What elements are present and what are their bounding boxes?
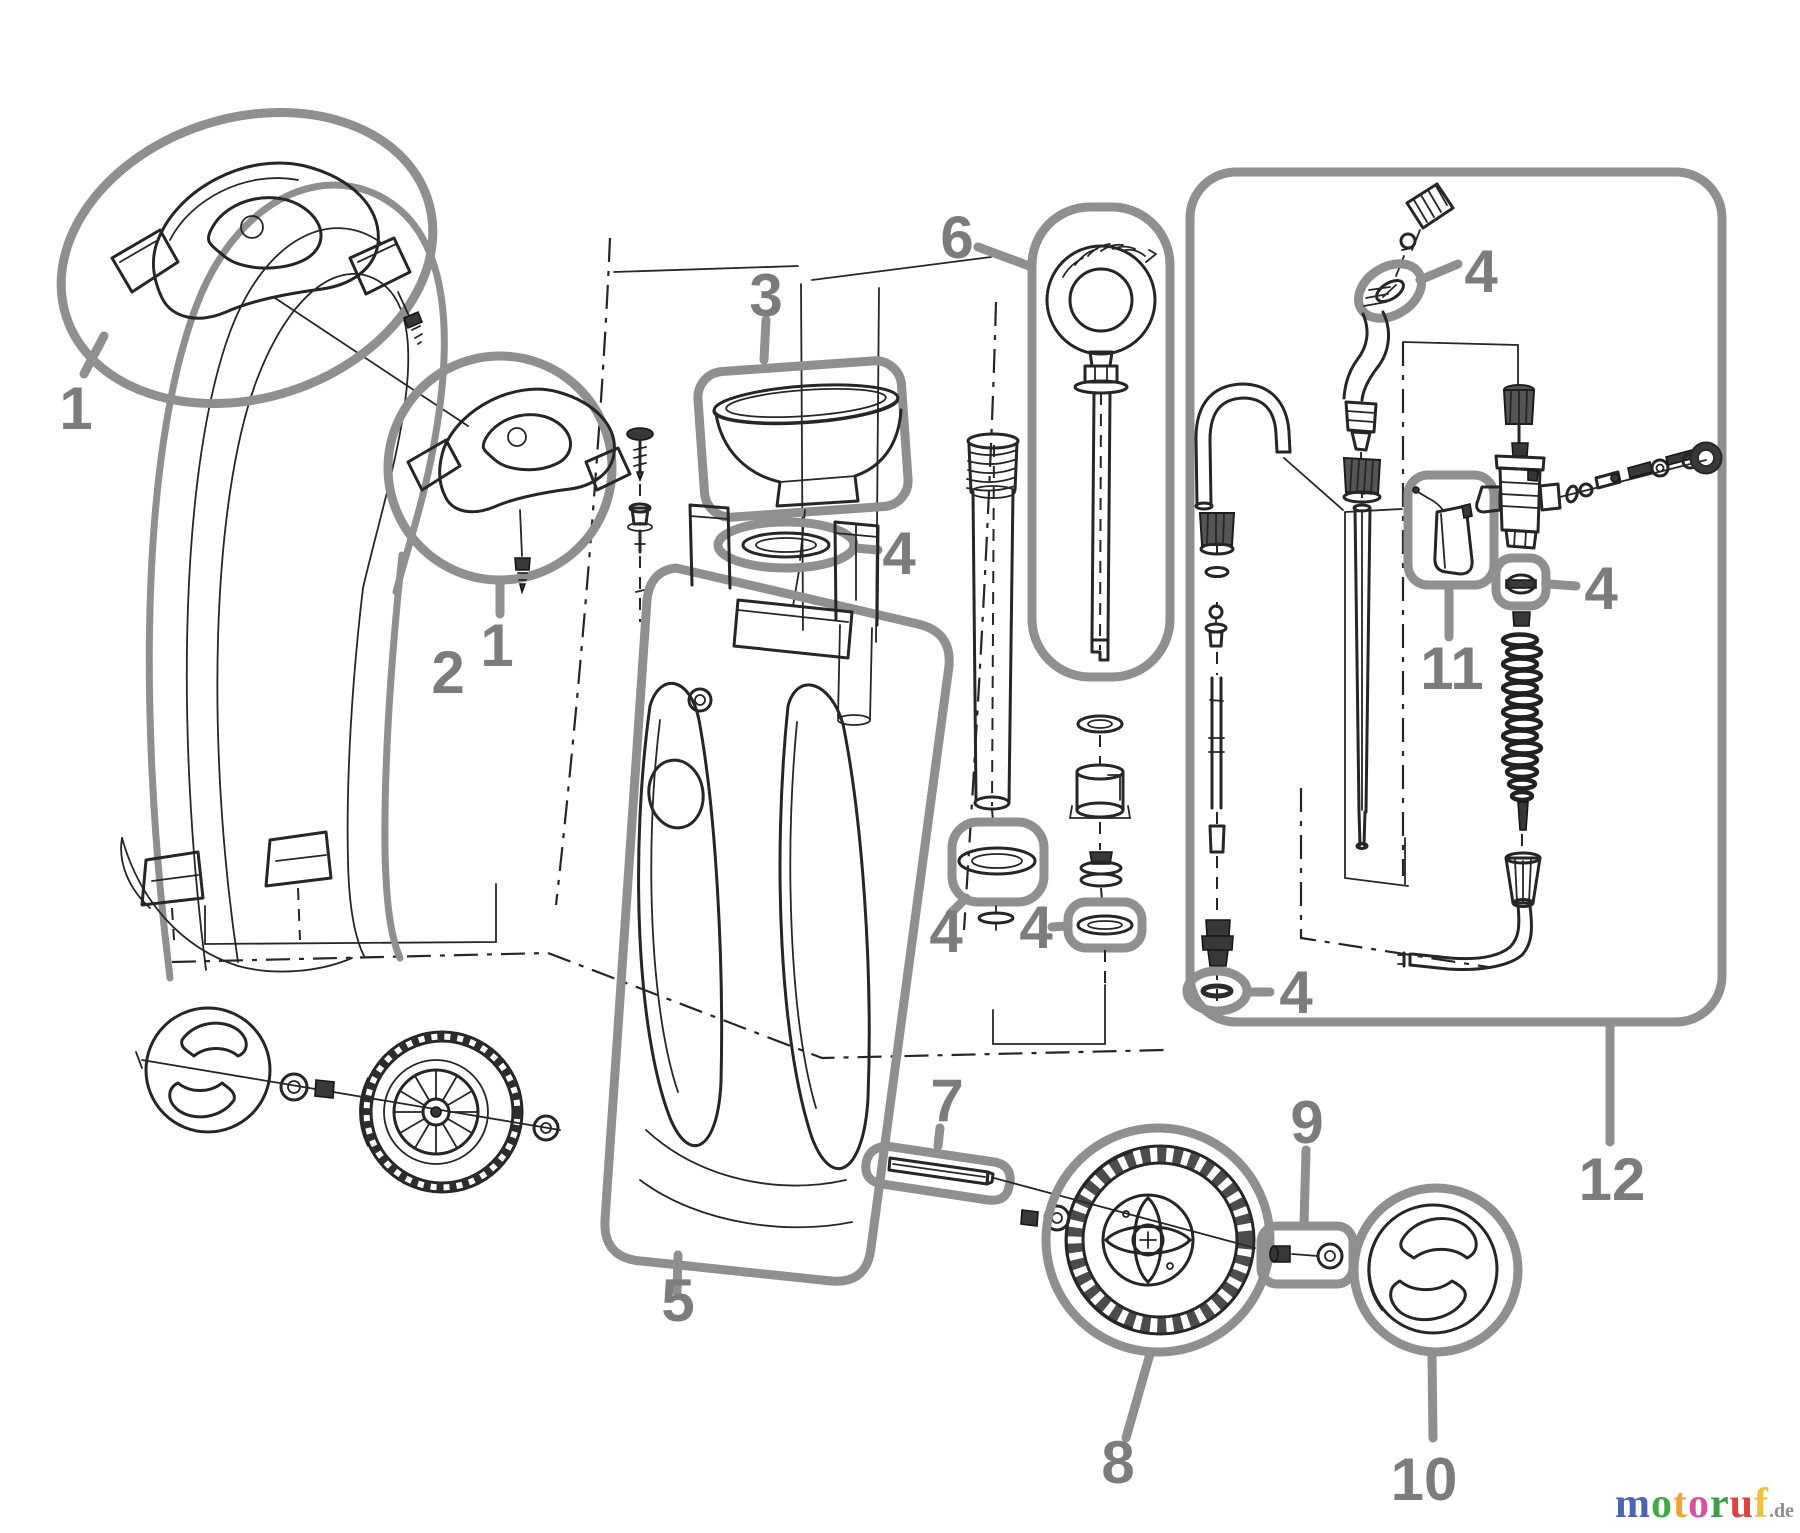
callout-4-hose-seal: 4 [1279, 959, 1313, 1026]
callout-7: 7 [930, 1067, 963, 1134]
part-6-pump-assembly [973, 202, 1175, 682]
callout-3-leader [759, 315, 771, 365]
filler-tube [966, 432, 1020, 821]
callout-1-b: 1 [480, 612, 513, 679]
construction-lines [171, 237, 1166, 1060]
callout-7-leader [933, 1123, 945, 1151]
part-1-buckle-detail-b [383, 351, 632, 619]
callout-4-valve-seal: 4 [1584, 555, 1618, 622]
callout-4b-leader [945, 893, 971, 919]
callout-10: 10 [1391, 1446, 1458, 1513]
valve-parts [1397, 384, 1723, 971]
part-4-oring-tank-right [1047, 897, 1147, 983]
pump-valve-parts [1068, 714, 1132, 901]
callout-4-tank-seal-right: 4 [1019, 894, 1053, 961]
callout-4d-leader [1415, 259, 1463, 285]
callout-4c-leader [1047, 921, 1071, 932]
part-4-oring-funnel [713, 517, 883, 573]
part-2-strap [120, 181, 448, 982]
watermark-suffix: .de [1769, 1500, 1794, 1522]
callout-4-nozzle-seal: 4 [1464, 238, 1498, 305]
callout-11: 11 [1420, 635, 1483, 702]
watermark-letters: motoruf [1614, 1481, 1769, 1527]
callout-3: 3 [749, 262, 782, 329]
lance-parts [1342, 451, 1382, 850]
part-4-oring-tank-left [945, 817, 1049, 931]
callout-4a-leader [850, 543, 883, 555]
lid-screw-parts [626, 427, 654, 622]
callout-labels: 1 1 2 3 4 4 4 4 4 4 5 6 7 8 9 10 11 12 [59, 204, 1645, 1513]
left-wheel-assembly [135, 1006, 561, 1194]
callout-4-tank-seal-left: 4 [929, 898, 963, 965]
callout-1-a: 1 [59, 375, 92, 442]
suction-hose-parts [1182, 382, 1344, 1016]
callout-4-funnel-seal: 4 [882, 520, 916, 587]
callout-8: 8 [1101, 1429, 1134, 1496]
part-11-trigger-detail [1403, 470, 1499, 642]
callout-2: 2 [431, 639, 464, 706]
callout-8-leader [1121, 1349, 1155, 1443]
watermark: motoruf.de [1615, 1483, 1794, 1525]
callout-5-leader [672, 1250, 683, 1297]
callout-12: 12 [1579, 1146, 1646, 1213]
part-9-axle-clip [1256, 1145, 1358, 1289]
part-7-axle [861, 1123, 1256, 1249]
part-10-hubcap [1349, 1183, 1523, 1443]
callout-10-leader [1427, 1351, 1438, 1443]
nozzle-parts [1342, 182, 1463, 452]
part-8-wheel [1041, 1123, 1275, 1443]
callout-9-leader [1299, 1145, 1311, 1229]
callout-1a-leader [79, 331, 109, 379]
part-12-spray-assembly-box [1182, 167, 1727, 1147]
callout-5: 5 [661, 1267, 694, 1334]
callout-9: 9 [1290, 1089, 1323, 1156]
callout-6: 6 [940, 204, 973, 271]
callout-6-leader [973, 242, 1037, 272]
part-5-tank [600, 503, 954, 1297]
part-1-buckle-detail-a [56, 107, 438, 409]
callout-4e-leader [1543, 579, 1581, 591]
